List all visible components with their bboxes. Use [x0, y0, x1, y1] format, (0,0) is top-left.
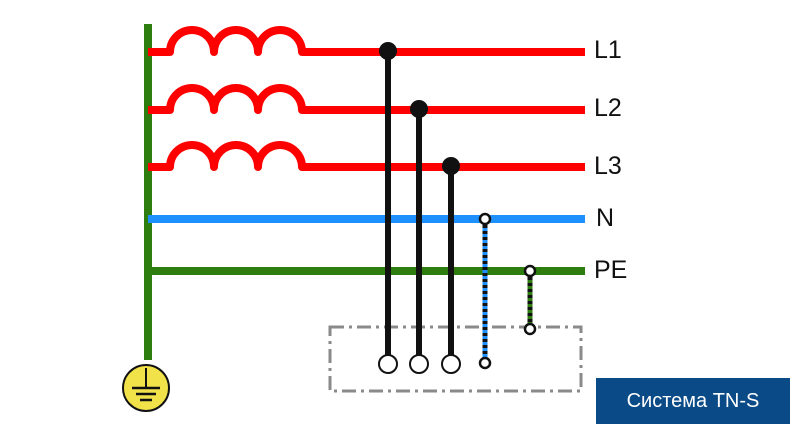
l3-terminal	[441, 354, 461, 374]
caption-box: Система TN-S	[596, 378, 790, 424]
consumer-enclosure	[328, 325, 583, 393]
phase-l1	[148, 26, 585, 56]
pe-terminal	[523, 322, 537, 336]
l2-terminal	[409, 354, 429, 374]
pe-junction-dot	[523, 264, 537, 278]
label-l2: L2	[594, 94, 622, 122]
label-n: N	[596, 204, 614, 232]
l2-junction-dot	[410, 100, 428, 118]
coil-icon	[148, 84, 585, 114]
phase-l2	[148, 84, 585, 114]
coil-icon	[148, 26, 585, 56]
label-l3: L3	[594, 152, 622, 180]
n-junction-dot	[478, 212, 492, 226]
l1-terminal	[378, 354, 398, 374]
coil-icon	[148, 141, 585, 171]
label-pe: PE	[594, 256, 627, 284]
l3-junction-dot	[442, 157, 460, 175]
ground-icon	[122, 364, 170, 412]
phase-l3	[148, 141, 585, 171]
l1-junction-dot	[379, 42, 397, 60]
n-terminal	[478, 356, 492, 370]
label-l1: L1	[594, 36, 622, 64]
caption-text: Система TN-S	[626, 389, 760, 412]
